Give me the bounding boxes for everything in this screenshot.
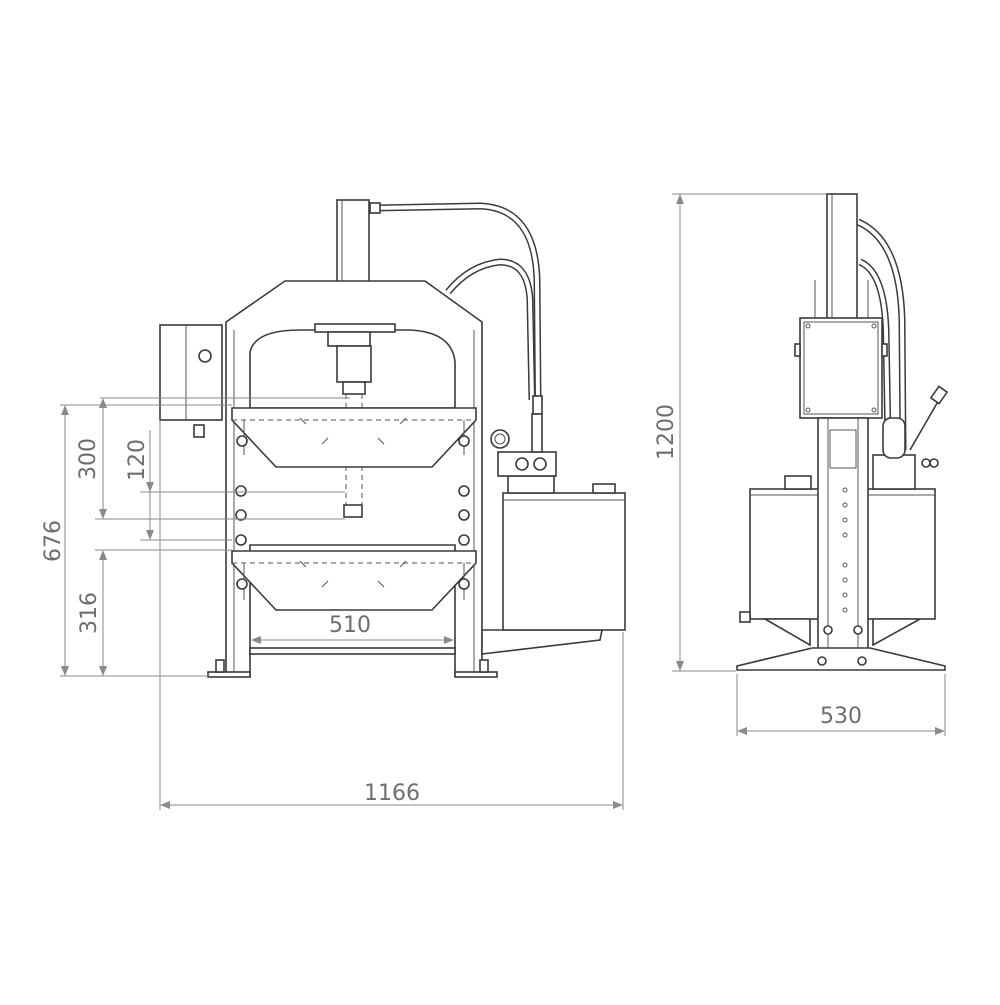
control-box (799, 317, 883, 419)
foot-left (207, 671, 251, 678)
ram-head-plate (314, 323, 396, 333)
base-bar (249, 647, 456, 655)
pin-icon (236, 578, 248, 590)
oil-tank (502, 492, 626, 631)
dim-base-width-label: 530 (820, 704, 862, 729)
dim-table-width-label: 510 (329, 613, 371, 638)
dim-overall-height-label: 1200 (654, 404, 679, 460)
tank-bracket (481, 629, 603, 655)
side-hoses (856, 218, 907, 451)
frame-holes (235, 485, 470, 546)
side-view: 1200 530 (654, 193, 949, 736)
side-box-plug-icon (198, 349, 212, 363)
valve-block (507, 475, 555, 494)
side-dimension-lines (672, 193, 946, 736)
side-filler-cap-icon (784, 475, 812, 490)
side-valve (872, 385, 949, 490)
foot-right (454, 671, 498, 678)
side-box (159, 324, 223, 421)
dim-ram-stroke-label: 120 (125, 439, 150, 481)
pin-icon (236, 435, 248, 447)
side-base (736, 647, 946, 671)
side-post-holes (823, 487, 863, 635)
pin-icon (458, 578, 470, 590)
dim-overall-width-label: 1166 (364, 781, 420, 806)
front-dimension-lines (60, 397, 624, 810)
pressure-gauge-icon (490, 429, 510, 449)
pin-icon (458, 435, 470, 447)
upper-table (231, 407, 477, 468)
front-view: 676 300 120 316 510 1166 (41, 199, 626, 810)
ram-tip (343, 504, 363, 518)
side-post (817, 417, 869, 659)
lower-table (231, 550, 477, 611)
dim-total-height-label: 676 (41, 520, 66, 562)
dim-upper-opening-label: 300 (76, 438, 101, 480)
filler-cap-icon (592, 483, 616, 494)
power-unit (481, 413, 626, 655)
dim-lower-opening-label: 316 (77, 592, 102, 634)
